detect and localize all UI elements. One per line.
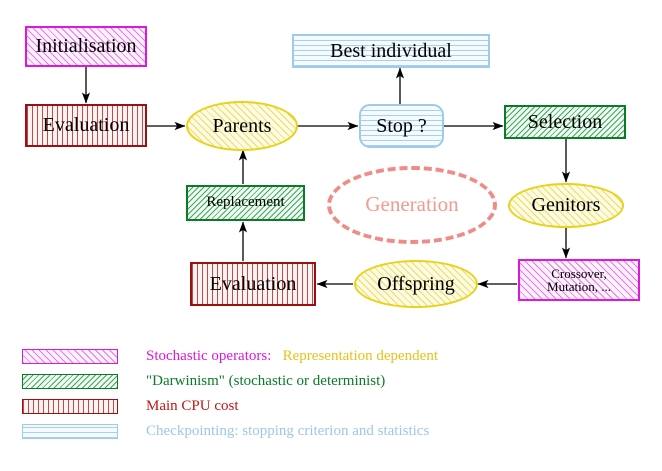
node-initialisation[interactable]: Initialisation: [25, 26, 147, 67]
node-genitors[interactable]: Genitors: [508, 183, 624, 228]
node-stop-label: Stop ?: [376, 114, 427, 137]
node-stop[interactable]: Stop ?: [359, 104, 444, 148]
node-evaluation-top-label: Evaluation: [42, 114, 130, 137]
legend-label-stochastic-operators-primary: Stochastic operators:: [146, 348, 272, 364]
node-parents-label: Parents: [212, 114, 272, 137]
legend-label-representation-dependent: Representation dependent: [282, 348, 439, 364]
legend-label-checkpointing: Checkpointing: stopping criterion and st…: [146, 423, 430, 439]
legend-row-darwinism: "Darwinism" (stochastic or determinist): [22, 369, 642, 394]
node-evaluation-bottom-label: Evaluation: [209, 272, 297, 295]
node-evaluation-bottom[interactable]: Evaluation: [190, 262, 316, 306]
node-evaluation-top[interactable]: Evaluation: [25, 104, 147, 147]
node-parents[interactable]: Parents: [186, 101, 298, 151]
legend-label-stochastic-operators: Stochastic operators: Representation dep…: [146, 348, 438, 365]
node-generation-label: Generation: [365, 192, 459, 217]
node-offspring[interactable]: Offspring: [354, 260, 478, 308]
legend-swatch-magenta-diagonal-hatch: [22, 349, 118, 364]
legend-swatch-green-diagonal-hatch: [22, 374, 118, 389]
legend-label-darwinism: "Darwinism" (stochastic or determinist): [146, 373, 386, 389]
legend-label-main-cpu-cost: Main CPU cost: [146, 398, 239, 414]
node-crossover-mutation[interactable]: Crossover, Mutation, ...: [518, 259, 640, 301]
legend-row-checkpointing: Checkpointing: stopping criterion and st…: [22, 419, 642, 444]
legend-swatch-darkred-vertical-lines: [22, 399, 118, 414]
node-best-individual-label: Best individual: [330, 39, 452, 62]
legend-row-stochastic-operators: Stochastic operators: Representation dep…: [22, 344, 642, 369]
node-generation: Generation: [327, 166, 497, 244]
node-best-individual[interactable]: Best individual: [292, 34, 490, 68]
legend-row-main-cpu-cost: Main CPU cost: [22, 394, 642, 419]
node-genitors-label: Genitors: [531, 194, 601, 217]
node-offspring-label: Offspring: [377, 272, 455, 295]
node-replacement[interactable]: Replacement: [186, 185, 305, 221]
legend-swatch-lightblue-horizontal-lines: [22, 424, 118, 439]
legend: Stochastic operators: Representation dep…: [22, 344, 642, 444]
node-selection-label: Selection: [527, 110, 603, 133]
node-crossover-mutation-label: Crossover, Mutation, ...: [547, 265, 611, 294]
node-initialisation-label: Initialisation: [35, 35, 137, 58]
node-selection[interactable]: Selection: [504, 105, 626, 139]
node-replacement-label: Replacement: [206, 194, 285, 211]
